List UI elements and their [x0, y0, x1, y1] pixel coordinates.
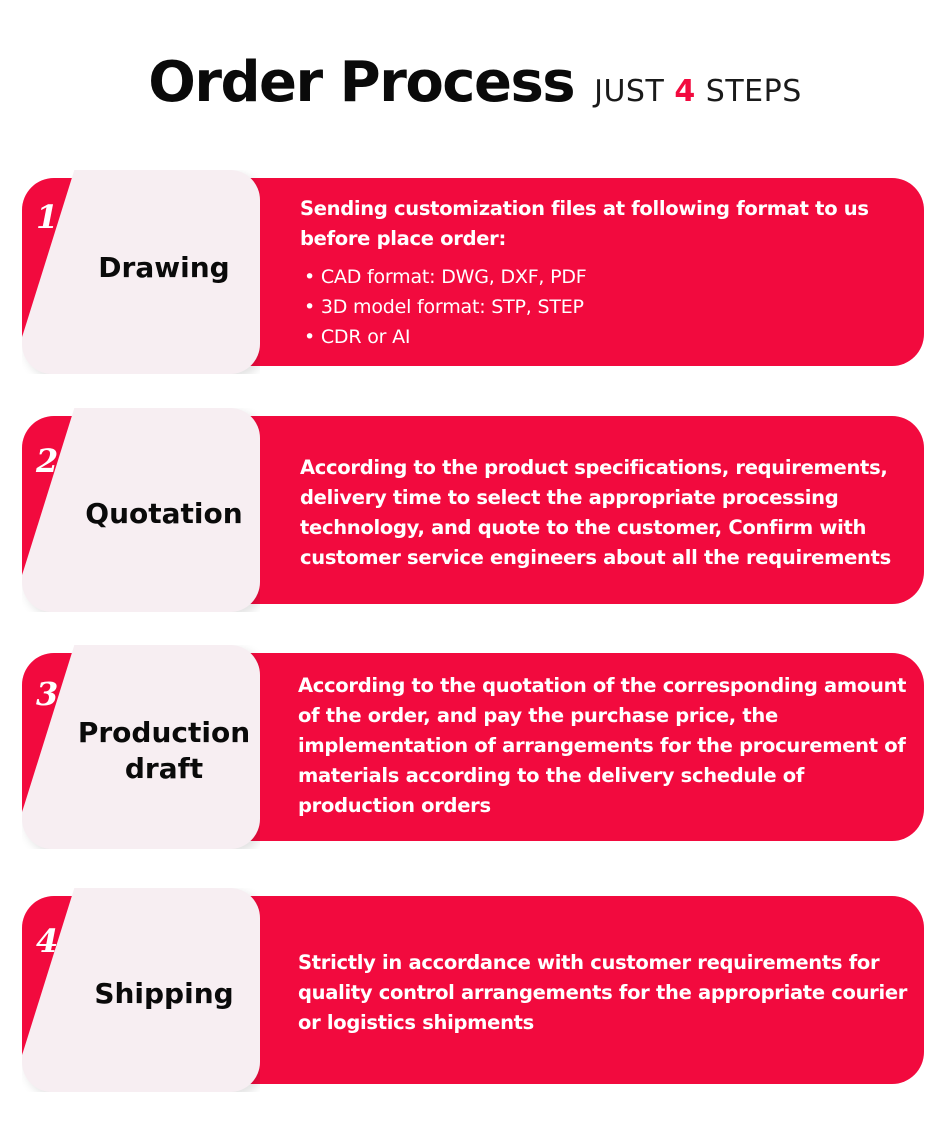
step-name: Drawing — [98, 251, 230, 284]
step-description: Strictly in accordance with customer req… — [298, 951, 908, 1034]
step-number: 2 — [36, 442, 59, 480]
step-number: 1 — [36, 198, 59, 236]
step-number: 3 — [36, 675, 59, 713]
subtitle-suffix: STEPS — [705, 74, 802, 109]
step-description: According to the product specifications,… — [300, 456, 891, 569]
subtitle-number: 4 — [674, 74, 696, 109]
page-header: Order Process JUST 4 STEPS — [0, 50, 950, 130]
step-drawing: 1 Drawing Sending customization files at… — [22, 170, 924, 374]
subtitle-prefix: JUST — [594, 74, 665, 109]
step-name: Shipping — [94, 977, 234, 1010]
bullet-item: 3D model format: STP, STEP — [304, 292, 587, 322]
step-description: According to the quotation of the corres… — [298, 674, 907, 817]
step-shipping: 4 Shipping Strictly in accordance with c… — [22, 888, 924, 1092]
step-name-line: draft — [124, 752, 204, 785]
step-number: 4 — [36, 922, 59, 960]
step-bullet-list: CAD format: DWG, DXF, PDF 3D model forma… — [304, 262, 587, 352]
step-quotation: 2 Quotation According to the product spe… — [22, 408, 924, 612]
step-description: Sending customization files at following… — [300, 197, 869, 250]
bullet-item: CDR or AI — [304, 322, 587, 352]
bullet-item: CAD format: DWG, DXF, PDF — [304, 262, 587, 292]
page-title: Order Process — [148, 50, 575, 115]
page-subtitle: JUST 4 STEPS — [594, 74, 802, 109]
step-production-draft: 3 Production draft According to the quot… — [22, 645, 924, 849]
step-name: Production draft — [66, 715, 262, 787]
step-name: Quotation — [85, 497, 243, 530]
step-name-line: Production — [77, 716, 251, 749]
